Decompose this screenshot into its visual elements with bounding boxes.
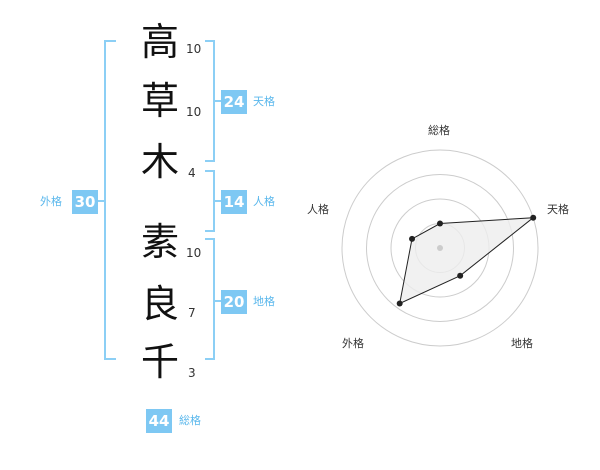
radar-ring-1: [341, 149, 539, 347]
radar-label-chikaku: 地格: [511, 337, 533, 350]
jinkaku-score: 14: [221, 190, 247, 214]
radar-point-1: [437, 220, 443, 227]
jinkaku-bracket-tick: [213, 200, 221, 202]
radar-chart: [341, 149, 539, 347]
radar-label-tenkaku: 天格: [547, 203, 569, 216]
radar-label-jinkaku: 人格: [307, 203, 329, 216]
radar-points: [396, 214, 537, 307]
soukaku-label: 総格: [179, 414, 201, 427]
chikaku-bracket-tick: [213, 300, 221, 302]
radar-point-5: [409, 235, 416, 242]
radar-point-4: [396, 300, 403, 307]
stroke-count-3: 4: [188, 166, 196, 180]
radar-point-3: [457, 272, 464, 279]
chikaku-label: 地格: [253, 295, 275, 308]
chikaku-score: 20: [221, 290, 247, 314]
radar-point-2: [530, 214, 537, 221]
stroke-count-2: 10: [186, 105, 202, 119]
radar-center: [437, 245, 443, 251]
stroke-count-4: 10: [186, 246, 202, 260]
name-char-1: 高: [140, 20, 179, 64]
tenkaku-label: 天格: [253, 95, 275, 108]
gaikaku-label: 外格: [40, 195, 62, 208]
tenkaku-bracket-tick: [213, 100, 221, 102]
gaikaku-bracket-tick: [98, 200, 106, 202]
radar-polygon: [399, 217, 535, 305]
radar-ring-2: [366, 174, 514, 322]
stroke-count-6: 3: [188, 366, 196, 380]
tenkaku-score: 24: [221, 90, 247, 114]
stroke-count-5: 7: [188, 306, 196, 320]
gaikaku-score: 30: [72, 190, 98, 214]
name-char-3: 木: [140, 140, 179, 184]
name-char-2: 草: [140, 79, 179, 123]
chikaku-bracket: [205, 238, 215, 360]
name-char-5: 良: [140, 282, 179, 326]
jinkaku-label: 人格: [253, 195, 275, 208]
name-char-6: 千: [140, 340, 179, 384]
soukaku-score: 44: [146, 409, 172, 433]
radar-label-gaikaku: 外格: [342, 337, 364, 350]
name-char-4: 素: [140, 220, 179, 264]
radar-label-soukaku: 総格: [428, 124, 450, 137]
stroke-count-1: 10: [186, 42, 202, 56]
